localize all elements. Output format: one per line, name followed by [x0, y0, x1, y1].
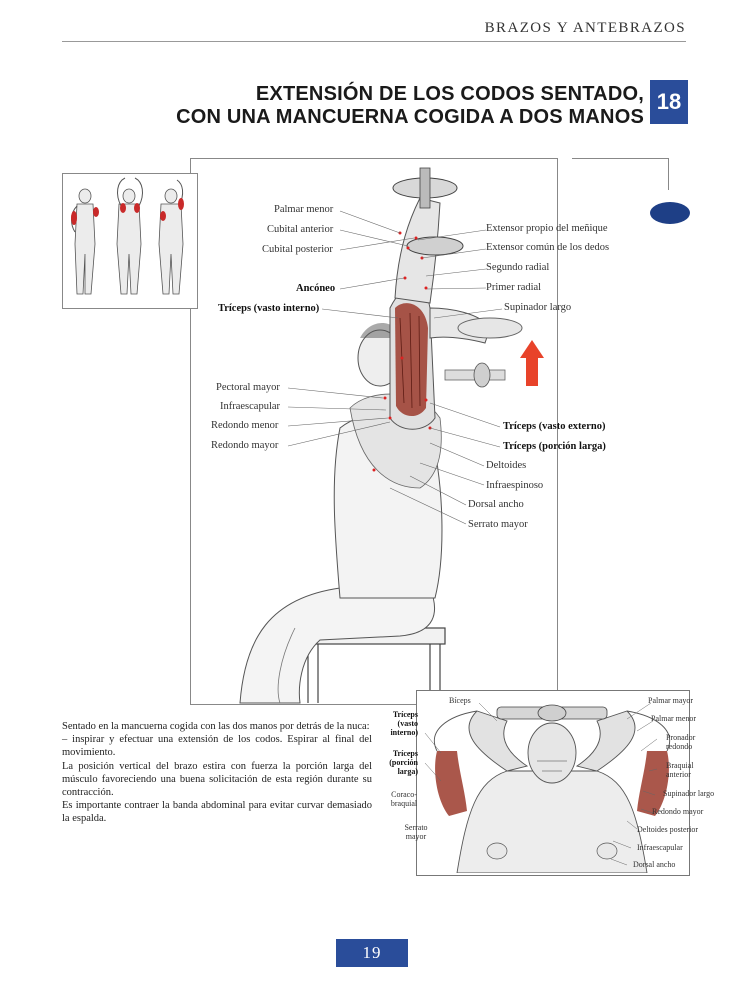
label-pectoral-mayor: Pectoral mayor: [216, 382, 280, 393]
inset-label-coraco-braquial: Coraco-braquial: [390, 790, 418, 808]
inset-label-pronador-redondo: Pronador redondo: [666, 733, 696, 751]
description-paragraph: Es importante contraer la banda abdomina…: [62, 800, 372, 825]
label-leader-lines: [287, 210, 503, 525]
label-primer-radial: Primer radial: [486, 282, 542, 293]
header-rule: [62, 41, 686, 42]
description-paragraph: – inspirar y efectuar una extensión de l…: [62, 734, 372, 759]
title-line-1: EXTENSIÓN DE LOS CODOS SENTADO,: [255, 83, 644, 105]
label-segundo-radial: Segundo radial: [486, 262, 550, 273]
anatomy-thumbnail-figures: [71, 177, 184, 295]
inset-label-infraescapular: Infraescapular: [637, 843, 683, 852]
label-dorsal-ancho: Dorsal ancho: [468, 499, 524, 510]
inset-label-supinador-largo: Supinador largo: [663, 789, 715, 798]
inset-leader-lines: [424, 702, 658, 866]
inset-label-deltoides-posterior: Deltoides posterior: [637, 825, 699, 834]
decorative-line: [572, 158, 668, 159]
label-infraescapular: Infraescapular: [220, 401, 281, 412]
leg-drawing: [239, 587, 436, 704]
exercise-number-badge: 18: [650, 80, 688, 124]
label-redondo-mayor: Redondo mayor: [211, 440, 279, 451]
label-anconeo: Ancóneo: [296, 283, 336, 294]
label-cubital-posterior: Cubital posterior: [262, 244, 333, 255]
label-extensor-propio-menique: Extensor propio del meñique: [486, 223, 608, 234]
seated-triceps-illustration: [239, 167, 544, 704]
inset-label-palmar-menor: Palmar menor: [651, 714, 697, 723]
title-line-2: CON UNA MANCUERNA COGIDA A DOS MANOS: [176, 106, 644, 128]
main-illustration-frame: [190, 158, 558, 705]
page-number: 19: [336, 939, 408, 967]
inset-label-palmar-mayor: Palmar mayor: [648, 696, 694, 705]
inset-label-triceps-vasto-interno: Tríceps (vasto interno): [390, 710, 418, 737]
section-title: BRAZOS Y ANTEBRAZOS: [484, 20, 686, 36]
label-cubital-anterior: Cubital anterior: [267, 224, 334, 235]
label-redondo-menor: Redondo menor: [211, 420, 279, 431]
exercise-title: EXTENSIÓN DE LOS CODOS SENTADO, CON UNA …: [176, 83, 644, 129]
label-deltoides: Deltoides: [486, 460, 527, 471]
inset-label-biceps: Bíceps: [449, 696, 471, 705]
label-palmar-menor: Palmar menor: [274, 204, 334, 215]
label-supinador-largo: Supinador largo: [504, 302, 572, 313]
frame-bottom-rule: [190, 704, 416, 705]
movement-arrow: [520, 340, 544, 386]
label-triceps-porcion-larga: Tríceps (porción larga): [503, 441, 606, 452]
inset-label-redondo-mayor: Redondo mayor: [652, 807, 704, 816]
back-view-illustration: [424, 702, 670, 873]
inset-label-braquial-anterior: Braquial anterior: [666, 761, 694, 779]
label-triceps-vasto-interno: Tríceps (vasto interno): [218, 303, 320, 314]
inset-label-triceps-porcion-larga: Tríceps (porción larga): [389, 749, 418, 776]
inset-label-dorsal-ancho: Dorsal ancho: [633, 860, 676, 869]
label-triceps-vasto-externo: Tríceps (vasto externo): [503, 421, 606, 432]
decorative-blue-oval: [650, 202, 690, 224]
label-serrato-mayor: Serrato mayor: [468, 519, 528, 530]
label-infraespinoso: Infraespinoso: [486, 480, 544, 491]
exercise-description: Sentado en la mancuerna cogida con las d…: [62, 720, 372, 826]
label-extensor-comun-dedos: Extensor común de los dedos: [486, 242, 610, 253]
description-paragraph: La posición vertical del brazo estira co…: [62, 760, 372, 799]
decorative-vline: [668, 158, 669, 190]
description-paragraph: Sentado en la mancuerna cogida con las d…: [62, 721, 370, 732]
inset-label-serrato-mayor: Serrato mayor: [404, 823, 428, 841]
